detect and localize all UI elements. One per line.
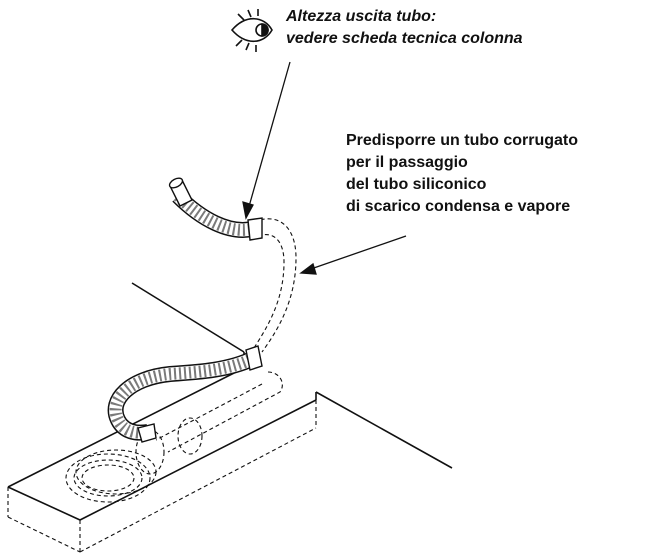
floor-right-edge — [315, 391, 453, 469]
tube-callout-line-4: di scarico condensa e vapore — [346, 198, 571, 215]
eye-callout-line-2: vedere scheda tecnica colonna — [286, 30, 523, 47]
floor-box-front-edge — [7, 486, 81, 521]
recess-box — [7, 400, 317, 553]
eye-callout-text: Altezza uscita tubo: vedere scheda tecni… — [286, 6, 523, 50]
eye-arrow-head — [242, 201, 254, 220]
corrugated-tube-lower — [107, 345, 263, 443]
tube-callout-line-3: del tubo siliconico — [346, 176, 487, 193]
corrugated-tube-upper — [168, 177, 263, 241]
tube-callout-line-2: per il passaggio — [346, 154, 468, 171]
floor-box-right-edge — [79, 399, 317, 521]
tube-callout-text: Predisporre un tubo corrugato per il pas… — [346, 130, 578, 218]
tube-callout-line-1: Predisporre un tubo corrugato — [346, 132, 579, 149]
callout-arrows — [242, 61, 407, 275]
tube-arrow-line — [307, 235, 407, 271]
eye-arrow-line — [247, 61, 291, 211]
tube-arrow-head — [299, 262, 317, 275]
eye-icon — [230, 9, 273, 52]
wall-top-edge — [131, 282, 245, 353]
eye-callout-line-1: Altezza uscita tubo: — [286, 8, 437, 25]
